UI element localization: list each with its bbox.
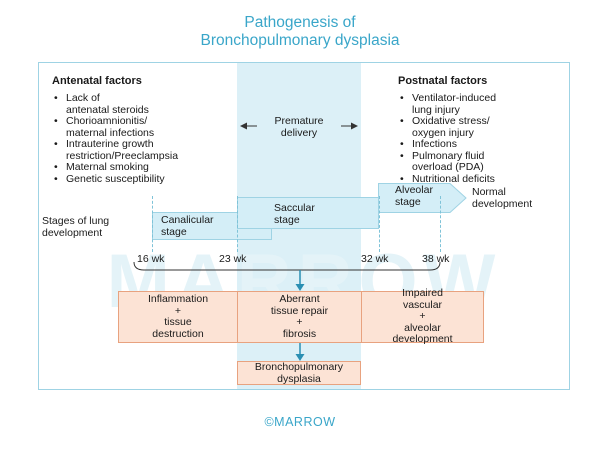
list-item: Ventilator-induced lung injury: [398, 92, 566, 116]
outcome-text: Aberrant tissue repair + fibrosis: [270, 293, 329, 340]
down-arrow-icon: [295, 343, 305, 361]
outcome-text: Impaired vascular + alveolar development: [392, 287, 453, 346]
stage-alveolar-arrow: [378, 183, 467, 213]
list-item: Chorioamnionitis/ maternal infections: [52, 115, 237, 139]
diagram-frame: [38, 62, 570, 390]
antenatal-heading: Antenatal factors: [52, 75, 142, 87]
list-item: Pulmonary fluid overload (PDA): [398, 150, 566, 174]
week-label-23: 23 wk: [219, 253, 247, 265]
week-label-38: 38 wk: [422, 253, 450, 265]
list-item: Infections: [398, 138, 566, 151]
timeline-bracket: [133, 262, 441, 271]
list-item: Lack of antenatal steroids: [52, 92, 237, 116]
antenatal-list: Lack of antenatal steroids Chorioamnioni…: [52, 92, 237, 186]
list-item: Genetic susceptibility: [52, 173, 237, 186]
stage-saccular: Saccular stage: [237, 197, 379, 229]
week-marker-16: [152, 196, 153, 252]
week-marker-23: [237, 196, 238, 252]
premature-delivery-label: Premature delivery: [257, 115, 341, 139]
title-line-2: Bronchopulmonary dysplasia: [200, 32, 400, 49]
outcome-text: Inflammation + tissue destruction: [147, 293, 209, 340]
postnatal-heading: Postnatal factors: [398, 75, 488, 87]
result-bpd-box: Bronchopulmonary dysplasia: [237, 361, 361, 385]
postnatal-list: Ventilator-induced lung injury Oxidative…: [398, 92, 566, 186]
title-line-1: Pathogenesis of: [244, 14, 356, 31]
footer-copyright: ©MARROW: [264, 415, 336, 429]
diagram-title: Pathogenesis of Bronchopulmonary dysplas…: [0, 14, 600, 50]
list-item: Maternal smoking: [52, 161, 237, 174]
down-arrow-icon: [295, 270, 305, 291]
list-item: Oxidative stress/ oxygen injury: [398, 115, 566, 139]
list-item: Nutritional deficits: [398, 173, 566, 186]
week-marker-38: [440, 196, 441, 252]
stage-alveolar-label: Alveolar stage: [395, 184, 433, 208]
outcome-inflammation-box: Inflammation + tissue destruction: [118, 291, 238, 343]
week-label-16: 16 wk: [137, 253, 165, 265]
outcome-repair-box: Aberrant tissue repair + fibrosis: [237, 291, 362, 343]
normal-development-label: Normal development: [472, 186, 533, 210]
outcome-vascular-box: Impaired vascular + alveolar development: [361, 287, 484, 346]
list-item: Intrauterine growth restriction/Preeclam…: [52, 138, 237, 162]
week-label-32: 32 wk: [361, 253, 389, 265]
stages-label: Stages of lung development: [42, 215, 110, 239]
week-marker-32: [379, 196, 380, 252]
